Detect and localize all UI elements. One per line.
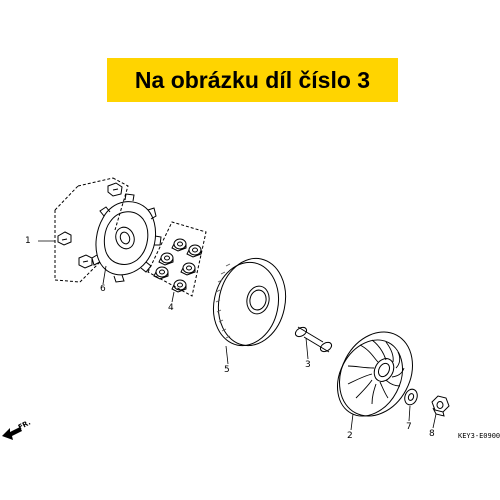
diagram-reference-code: KEY3-E0900: [458, 432, 500, 440]
callout-7: 7: [406, 422, 412, 432]
movable-drive-face: [213, 257, 287, 347]
weight-roller-4: [180, 262, 196, 276]
slider-piece-left: [57, 231, 72, 246]
ramp-plate: [91, 193, 162, 283]
part-number-banner: Na obrázku díl číslo 3: [134, 66, 371, 93]
callout-1: 1: [25, 236, 31, 246]
weight-roller-6: [171, 279, 187, 293]
drive-face-fan: [337, 331, 413, 417]
front-arrow-icon: [2, 427, 22, 440]
callout-8: 8: [429, 429, 435, 439]
weight-roller-3: [158, 252, 174, 266]
callout-3: 3: [305, 360, 311, 370]
leader-lines: [38, 240, 437, 431]
weight-roller-5: [153, 266, 169, 280]
callout-5: 5: [224, 365, 230, 375]
weight-roller-2: [186, 244, 202, 258]
flange-nut: [431, 395, 450, 417]
weight-roller-1: [171, 238, 187, 252]
part-1-bracket: [54, 177, 129, 283]
slider-piece-top: [107, 182, 123, 197]
callout-2: 2: [347, 431, 353, 441]
weight-roller-box: [147, 221, 207, 297]
slider-piece-bottom: [78, 254, 93, 269]
washer: [404, 388, 418, 406]
weight-roller-set: [147, 221, 207, 297]
callout-6: 6: [100, 284, 106, 294]
banner-background: [107, 58, 398, 102]
drive-pulley-collar: [294, 326, 333, 353]
callout-4: 4: [168, 303, 174, 313]
